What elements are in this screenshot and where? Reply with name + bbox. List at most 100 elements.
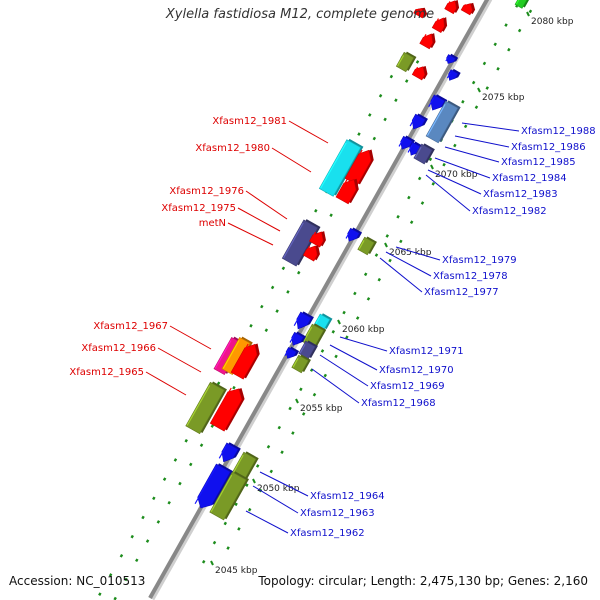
- tick-mark: [504, 23, 508, 27]
- tick-mark: [264, 328, 269, 333]
- gene-feature-24-body: [296, 311, 312, 330]
- tick-mark: [312, 392, 317, 397]
- tick-mark: [216, 381, 221, 386]
- position-tick: [384, 242, 388, 248]
- forward-leader-line: [227, 222, 274, 246]
- position-label: 2060 kbp: [342, 325, 385, 335]
- gene-feature-16-body: [318, 139, 362, 197]
- gene-feature-10-highlight: [428, 97, 435, 108]
- gene-feature-34: [185, 381, 227, 435]
- gene-feature-37-highlight: [232, 454, 244, 473]
- reverse-leader-line: [339, 336, 388, 352]
- tick-mark: [415, 60, 420, 64]
- forward-leader-line: [157, 347, 202, 373]
- gene-feature-28-highlight: [299, 344, 306, 354]
- tick-mark: [237, 527, 241, 531]
- tick-mark: [353, 291, 357, 296]
- gene-feature-18-highlight: [336, 178, 348, 197]
- gene-feature-12-body: [411, 113, 426, 130]
- tick-mark: [145, 539, 150, 543]
- tick-mark: [329, 213, 333, 218]
- reverse-gene-label: Xfasm12_1963: [300, 508, 375, 519]
- tick-mark: [334, 354, 338, 359]
- tick-mark: [394, 98, 398, 103]
- gene-feature-15: [413, 143, 435, 165]
- gene-feature-9: [446, 68, 461, 81]
- reverse-leader-line: [427, 169, 482, 195]
- gene-feature-21: [302, 245, 320, 262]
- tick-mark: [199, 443, 204, 448]
- reverse-leader-line: [252, 485, 299, 514]
- forward-gene-label: Xfasm12_1980: [195, 143, 270, 154]
- gene-feature-11-highlight: [426, 103, 446, 136]
- gene-feature-39-body: [209, 471, 247, 521]
- tick-mark: [162, 477, 167, 481]
- position-label: 2065 kbp: [389, 248, 432, 258]
- gene-feature-23-body: [357, 236, 375, 256]
- forward-gene-label: metN: [199, 218, 226, 229]
- reverse-gene-label: Xfasm12_1970: [379, 365, 454, 376]
- forward-leader-line: [145, 371, 187, 396]
- gene-feature-35-body: [209, 388, 243, 432]
- gene-feature-32-body: [221, 336, 251, 376]
- gene-feature-2-highlight: [445, 1, 451, 9]
- reverse-gene-label: Xfasm12_1984: [492, 173, 567, 184]
- forward-gene-label: Xfasm12_1965: [69, 367, 144, 378]
- reverse-leader-line: [425, 174, 471, 212]
- tick-mark: [232, 385, 236, 390]
- tick-mark: [442, 162, 446, 167]
- reverse-gene-label: Xfasm12_1969: [370, 381, 445, 392]
- tick-mark: [342, 310, 346, 315]
- tick-mark: [482, 61, 487, 66]
- gene-feature-0: [413, 7, 428, 19]
- position-label: 2045 kbp: [215, 566, 258, 576]
- reverse-leader-line: [259, 471, 309, 497]
- tick-mark: [260, 304, 264, 309]
- genome-summary-text: Topology: circular; Length: 2,475,130 bp…: [258, 574, 588, 588]
- reverse-gene-label: Xfasm12_1983: [483, 189, 558, 200]
- gene-feature-39-highlight: [210, 474, 233, 513]
- gene-feature-9-highlight: [446, 72, 451, 79]
- reverse-leader-line: [444, 146, 500, 163]
- forward-gene-label: Xfasm12_1966: [81, 343, 156, 354]
- reverse-gene-label: Xfasm12_1988: [521, 126, 596, 137]
- gene-feature-3: [419, 33, 436, 50]
- tick-mark: [385, 234, 389, 238]
- tick-mark: [269, 469, 274, 474]
- reverse-gene-label: Xfasm12_1982: [472, 206, 547, 217]
- reverse-leader-line: [329, 344, 378, 371]
- tick-mark: [374, 253, 379, 257]
- tick-mark: [314, 208, 318, 213]
- gene-feature-24-highlight: [293, 314, 301, 326]
- tick-mark: [178, 481, 182, 486]
- gene-feature-34-body: [185, 381, 225, 435]
- gene-feature-11: [425, 100, 461, 144]
- gene-feature-18: [335, 178, 359, 205]
- gene-feature-29: [284, 346, 300, 359]
- tick-mark: [234, 502, 238, 507]
- tick-mark: [461, 99, 465, 104]
- gene-feature-15-body: [413, 143, 433, 165]
- gene-feature-17-highlight: [345, 149, 363, 179]
- tick-mark: [357, 132, 361, 136]
- gene-feature-30-body: [291, 354, 309, 374]
- gene-feature-4-highlight: [462, 3, 467, 10]
- tick-mark: [372, 136, 377, 141]
- tick-mark: [409, 220, 414, 225]
- tick-mark: [420, 201, 425, 205]
- tick-mark: [226, 546, 230, 550]
- reverse-gene-label: Xfasm12_1968: [361, 398, 436, 409]
- forward-gene-label: Xfasm12_1976: [169, 186, 244, 197]
- gene-feature-8: [445, 53, 459, 64]
- position-label: 2070 kbp: [435, 170, 478, 180]
- position-tick: [210, 560, 214, 566]
- gene-feature-18-body: [335, 179, 357, 205]
- tick-mark: [389, 74, 394, 79]
- gene-feature-6-body: [395, 51, 415, 73]
- position-tick: [295, 398, 299, 404]
- gene-feature-22-body: [347, 227, 360, 242]
- gene-feature-3-body: [419, 33, 434, 50]
- tick-mark: [355, 316, 360, 320]
- tick-mark: [517, 28, 522, 33]
